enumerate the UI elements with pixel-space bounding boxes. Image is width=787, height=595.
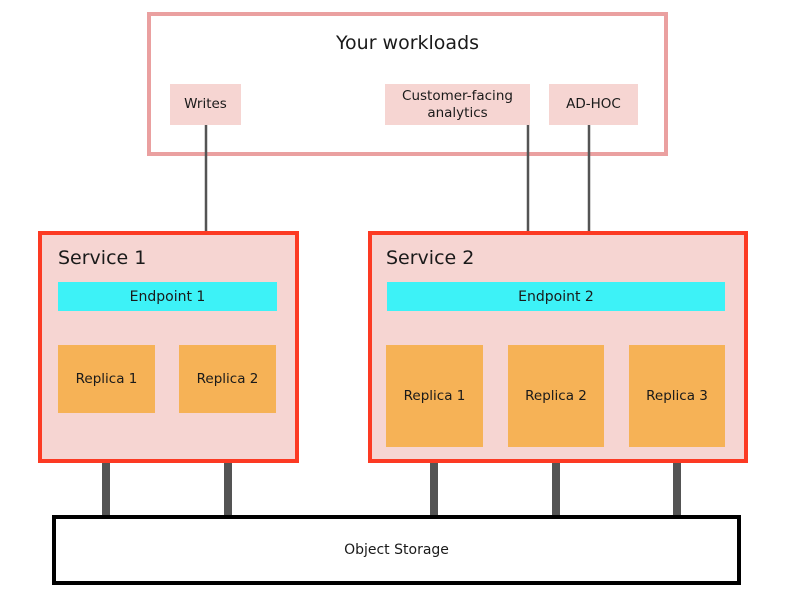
object-storage-box[interactable]: Object Storage [52,515,741,585]
service-1-endpoint[interactable]: Endpoint 1 [58,282,277,311]
workload-chip-writes[interactable]: Writes [170,84,241,125]
workload-chip-ad-hoc[interactable]: AD-HOC [549,84,638,125]
service-1-title: Service 1 [58,247,147,269]
service-2-replica-3[interactable]: Replica 3 [629,345,725,447]
service-1-replica-2[interactable]: Replica 2 [179,345,276,413]
service-1-replica-1[interactable]: Replica 1 [58,345,155,413]
service-2-replica-2[interactable]: Replica 2 [508,345,604,447]
workloads-title: Your workloads [335,32,480,54]
workload-chip-customer-facing-analytics[interactable]: Customer-facing analytics [385,84,530,125]
service-2-endpoint[interactable]: Endpoint 2 [387,282,725,311]
service-2-replica-1[interactable]: Replica 1 [386,345,483,447]
service-2-title: Service 2 [386,247,475,269]
